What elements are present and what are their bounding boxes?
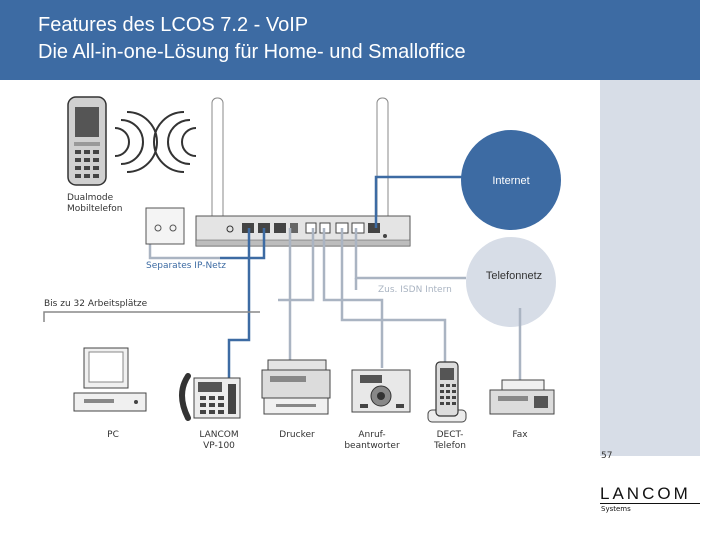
- workstations-label: Bis zu 32 Arbeitsplätze: [44, 299, 148, 309]
- router-antenna-right: [376, 97, 389, 224]
- answering-machine-icon: [351, 369, 411, 413]
- lancom-logo-sub: Systems: [601, 505, 631, 513]
- dect-phone-icon: [427, 361, 467, 423]
- internet-circle: [461, 130, 561, 230]
- dualmode-label-2: Mobiltelefon: [67, 204, 122, 214]
- internet-label: Internet: [492, 175, 529, 187]
- router: [195, 215, 411, 247]
- pc-icon: [73, 347, 147, 412]
- side-strip-top: [600, 56, 700, 80]
- fax-icon: [489, 379, 555, 415]
- separate-net-label: Separates IP-Netz: [146, 261, 226, 271]
- printer-icon: [261, 359, 331, 415]
- device-label-lancom: LANCOM: [199, 430, 238, 440]
- dualmode-label-1: Dualmode: [67, 193, 114, 203]
- device-label-telefon: Telefon: [433, 441, 466, 451]
- mobile-phone-icon: [67, 96, 107, 186]
- gray-cables: [148, 228, 522, 392]
- device-label-beantworter: beantworter: [344, 441, 400, 451]
- workstation-bracket: [43, 311, 260, 322]
- voip-phone-icon: [179, 373, 241, 421]
- telefonnetz-circle: [466, 237, 556, 327]
- device-label-anruf: Anruf-: [358, 430, 385, 440]
- device-label-lancom-model: VP-100: [203, 441, 235, 451]
- page-subtitle: Die All-in-one-Lösung für Home- und Smal…: [38, 41, 466, 63]
- page-title: Features des LCOS 7.2 - VoIP: [38, 14, 309, 36]
- device-label-drucker: Drucker: [279, 430, 315, 440]
- logo-rule: [600, 503, 700, 504]
- device-label-pc: PC: [107, 430, 119, 440]
- device-label-fax: Fax: [512, 430, 528, 440]
- blue-cables: [220, 175, 463, 380]
- router-antenna-left: [211, 97, 224, 224]
- device-label-dect: DECT-: [437, 430, 464, 440]
- isdn-intern-label: Zus. ISDN Intern: [378, 285, 452, 295]
- telefonnetz-label: Telefonnetz: [486, 270, 542, 282]
- side-strip: [600, 56, 700, 456]
- phone-outlet-icon: [145, 207, 185, 245]
- wireless-waves-icon: [114, 111, 197, 173]
- header-bar: Features des LCOS 7.2 - VoIP Die All-in-…: [0, 0, 700, 80]
- page-number: 57: [601, 451, 613, 461]
- lancom-logo: LANCOM: [600, 484, 691, 503]
